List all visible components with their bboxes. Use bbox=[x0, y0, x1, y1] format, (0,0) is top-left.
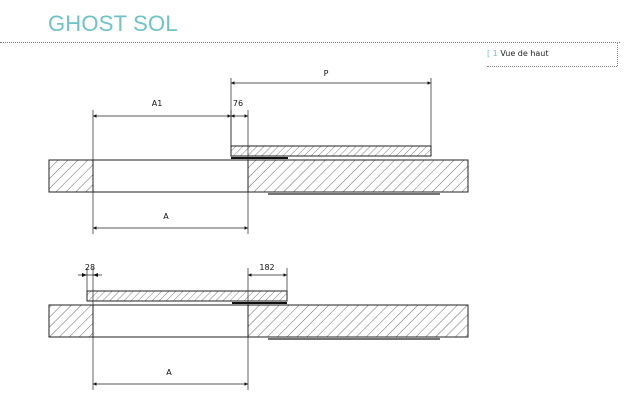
bottom-left-wall-section bbox=[48, 304, 94, 338]
top-right-wall-section bbox=[247, 159, 469, 193]
view-caption: [ 1 Vue de haut bbox=[487, 49, 549, 58]
bottom-28-arrow-right bbox=[93, 273, 98, 277]
bottom-dim-28-label: 28 bbox=[85, 263, 95, 272]
view-caption-vertical-divider bbox=[617, 42, 618, 66]
title-divider bbox=[0, 42, 620, 43]
top-dim-A-label: A bbox=[163, 212, 169, 221]
top-dim-A1-label: A1 bbox=[152, 99, 163, 108]
view-number: 1 bbox=[492, 49, 498, 58]
view-bracket: [ bbox=[487, 49, 491, 58]
top-left-wall-section bbox=[48, 159, 94, 193]
top-sliding-panel bbox=[230, 145, 432, 157]
top-dim-P-label: P bbox=[324, 69, 329, 78]
page-title: GHOST SOL bbox=[48, 11, 178, 36]
bottom-diagram: 28 182 A bbox=[48, 263, 469, 390]
view-label-text: Vue de haut bbox=[500, 49, 549, 58]
bottom-28-arrow-left bbox=[82, 273, 87, 277]
bottom-dim-182-label: 182 bbox=[259, 263, 274, 272]
top-diagram: P A1 76 A bbox=[48, 69, 469, 234]
top-dim-76-label: 76 bbox=[233, 99, 243, 108]
bottom-sliding-panel bbox=[86, 290, 288, 302]
bottom-dim-A-label: A bbox=[166, 368, 172, 377]
bottom-right-wall-section bbox=[247, 304, 469, 338]
view-caption-divider bbox=[487, 66, 617, 67]
